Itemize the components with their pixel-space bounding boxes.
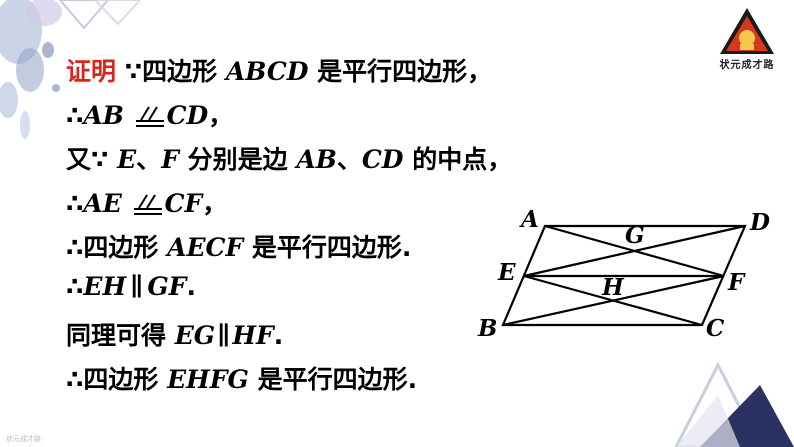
- proof-line-2-var1: AB: [83, 101, 124, 130]
- proof-line-6: ∴EH∥GF.: [66, 272, 196, 301]
- parallel-equal-symbol: [133, 105, 167, 130]
- proof-line-5: ∴四边形 AECF 是平行四边形.: [66, 228, 411, 264]
- proof-line-7-prefix: 同理可得: [66, 321, 175, 350]
- proof-line-4-prefix: ∴: [66, 189, 84, 218]
- proof-line-8-var: EHFG: [167, 365, 249, 394]
- proof-line-7: 同理可得 EG∥HF.: [66, 316, 283, 352]
- proof-line-2-suffix: ，: [208, 101, 234, 130]
- parallel-symbol: ∥: [217, 321, 231, 350]
- proof-line-2: ∴AB CD，: [66, 96, 233, 132]
- proof-line-7-var2: HF: [232, 321, 274, 350]
- proof-line-2-var2: CD: [166, 101, 209, 130]
- proof-line-4-var1: AE: [83, 189, 122, 218]
- proof-line-7-suffix: .: [273, 321, 284, 350]
- proof-line-4-suffix: ，: [202, 189, 228, 218]
- parallelogram-figure: A D G E F H B C: [477, 206, 770, 342]
- proof-line-2-prefix: ∴: [66, 101, 84, 130]
- point-label-g: G: [625, 222, 645, 249]
- segment-af: [544, 224, 725, 278]
- proof-line-8-suffix: 是平行四边形.: [248, 365, 418, 394]
- proof-line-4: ∴AE CF，: [66, 184, 227, 220]
- proof-line-3-var4: CD: [361, 145, 404, 174]
- proof-line-8-prefix: ∴四边形: [66, 365, 168, 394]
- watercolor-splash: [0, 0, 62, 139]
- point-label-d: D: [749, 209, 770, 236]
- proof-line-5-prefix: ∴四边形: [66, 233, 168, 262]
- proof-line-3-mid: 、: [136, 145, 162, 174]
- logo-emblem-icon: [720, 8, 774, 54]
- proof-line-3: 又∵ E、F 分别是边 AB、CD 的中点，: [66, 140, 512, 176]
- proof-line-3-var1: E: [117, 145, 137, 174]
- proof-line-3-suffix: 的中点，: [403, 145, 513, 174]
- proof-line-7-var1: EG: [174, 321, 216, 350]
- proof-line-3-var2: F: [161, 145, 179, 174]
- brand-logo: 状元成才路: [716, 6, 778, 71]
- proof-label: 证明: [66, 57, 117, 86]
- proof-line-3-mid2: 、: [336, 145, 362, 174]
- proof-line-3-prefix: 又∵: [66, 145, 118, 174]
- proof-line-3-text2: 分别是边: [178, 145, 297, 174]
- proof-line-3-var3: AB: [296, 145, 337, 174]
- logo-caption: 状元成才路: [719, 60, 775, 71]
- triangle-light-fill: [676, 395, 740, 447]
- proof-line-5-suffix: 是平行四边形.: [243, 233, 412, 262]
- triangle-outline-top-2: [93, 0, 142, 26]
- proof-line-1-suffix: 是平行四边形，: [308, 57, 493, 86]
- point-label-h: H: [601, 274, 625, 301]
- proof-line-1-var: ABCD: [225, 57, 309, 86]
- point-label-f: F: [727, 269, 746, 296]
- footer-watermark: 状元成才路: [6, 435, 41, 443]
- parallel-symbol: ∥: [130, 272, 144, 301]
- point-label-a: A: [519, 206, 539, 233]
- point-label-c: C: [706, 315, 725, 342]
- triangle-large-outline: [674, 361, 762, 447]
- proof-line-1-prefix: ∵四边形: [124, 57, 226, 86]
- proof-line-5-var: AECF: [167, 233, 244, 262]
- point-label-b: B: [477, 315, 497, 342]
- proof-line-1: 证明 ∵四边形 ABCD 是平行四边形，: [66, 52, 492, 88]
- segment-bf: [502, 274, 725, 327]
- proof-line-6-suffix: .: [186, 272, 196, 301]
- triangle-outline-top: [58, 0, 110, 30]
- parallel-equal-symbol: [131, 193, 165, 218]
- point-label-e: E: [497, 259, 516, 286]
- proof-line-8: ∴四边形 EHFG 是平行四边形.: [66, 360, 417, 396]
- proof-line-6-var2: GF: [147, 272, 187, 301]
- proof-line-6-prefix: ∴: [66, 272, 84, 301]
- proof-line-4-var2: CF: [164, 189, 203, 218]
- proof-line-6-var1: EH: [83, 272, 127, 301]
